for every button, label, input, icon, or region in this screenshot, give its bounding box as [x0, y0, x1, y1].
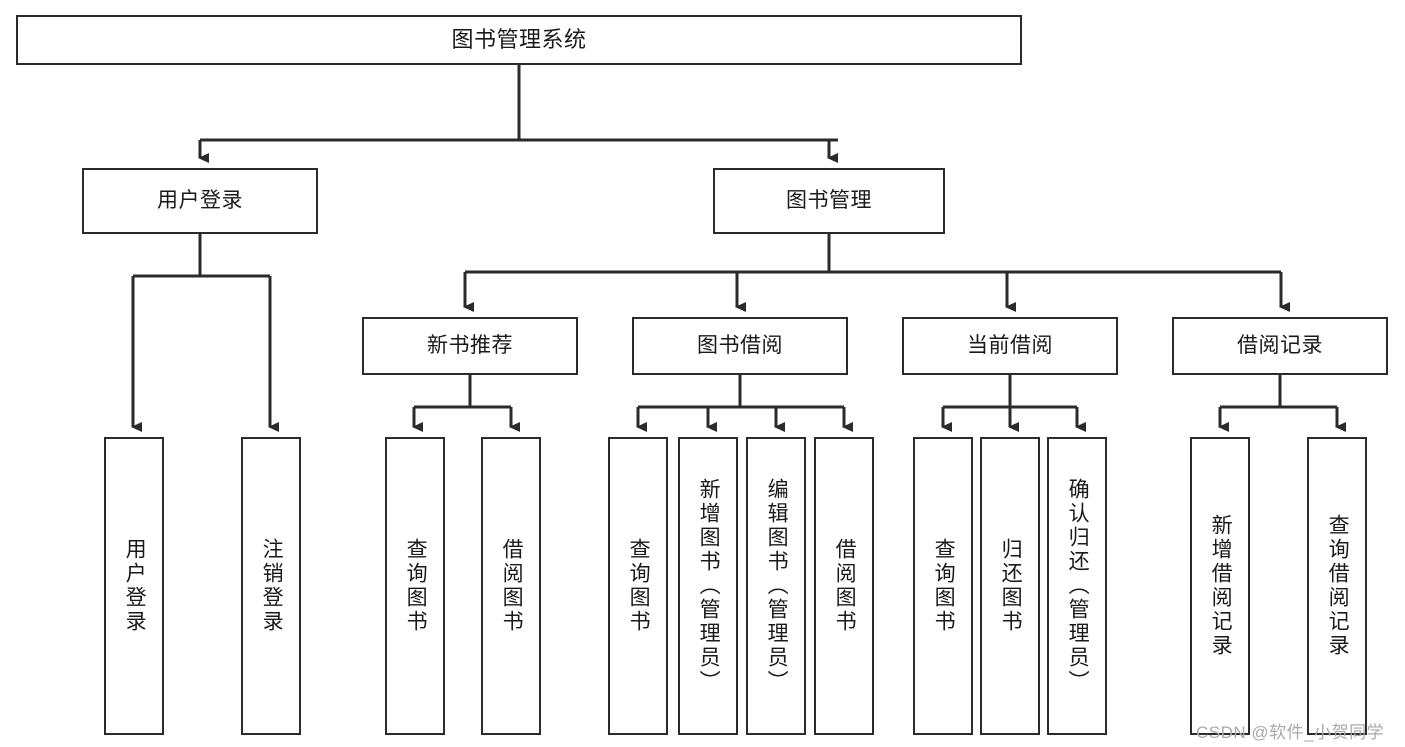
- node-book-borrow[interactable]: 图书借阅: [632, 317, 848, 375]
- leaf-query-book-borrow-label: 查询图书: [627, 538, 651, 634]
- node-borrow-record-label: 借阅记录: [1237, 333, 1323, 357]
- leaf-user-login[interactable]: 用户登录: [104, 437, 164, 735]
- leaf-borrow-book[interactable]: 借阅图书: [814, 437, 874, 735]
- leaf-edit-book-admin[interactable]: 编辑图书（管理员）: [746, 437, 806, 735]
- leaf-edit-book-admin-label: 编辑图书（管理员）: [765, 478, 789, 694]
- leaf-borrow-book-recommend-label: 借阅图书: [500, 538, 524, 634]
- node-new-book-recommend-label: 新书推荐: [427, 333, 513, 357]
- leaf-add-book-admin-label: 新增图书（管理员）: [697, 478, 721, 694]
- node-root-label: 图书管理系统: [451, 27, 587, 53]
- watermark: CSDN @软件_小贺同学: [1196, 723, 1385, 742]
- leaf-confirm-return-admin-label: 确认归还（管理员）: [1066, 478, 1090, 694]
- leaf-borrow-book-recommend[interactable]: 借阅图书: [481, 437, 541, 735]
- leaf-add-borrow-record[interactable]: 新增借阅记录: [1190, 437, 1250, 735]
- leaf-query-borrow-record-label: 查询借阅记录: [1326, 514, 1350, 658]
- leaf-confirm-return-admin[interactable]: 确认归还（管理员）: [1047, 437, 1107, 735]
- leaf-add-book-admin[interactable]: 新增图书（管理员）: [678, 437, 738, 735]
- node-root[interactable]: 图书管理系统: [16, 15, 1022, 65]
- node-current-borrow-label: 当前借阅: [967, 333, 1053, 357]
- node-current-borrow[interactable]: 当前借阅: [902, 317, 1118, 375]
- leaf-user-logout-label: 注销登录: [260, 538, 284, 634]
- leaf-query-book-current-label: 查询图书: [932, 538, 956, 634]
- node-user-login-label: 用户登录: [157, 188, 243, 212]
- leaf-add-borrow-record-label: 新增借阅记录: [1209, 514, 1233, 658]
- leaf-return-book-label: 归还图书: [999, 538, 1023, 634]
- node-book-management-label: 图书管理: [786, 188, 872, 212]
- node-borrow-record[interactable]: 借阅记录: [1172, 317, 1388, 375]
- leaf-user-login-label: 用户登录: [123, 538, 147, 634]
- leaf-query-book-borrow[interactable]: 查询图书: [608, 437, 668, 735]
- leaf-return-book[interactable]: 归还图书: [980, 437, 1040, 735]
- leaf-query-book-recommend-label: 查询图书: [404, 538, 428, 634]
- node-user-login[interactable]: 用户登录: [82, 168, 318, 234]
- leaf-user-logout[interactable]: 注销登录: [241, 437, 301, 735]
- leaf-query-book-recommend[interactable]: 查询图书: [385, 437, 445, 735]
- node-new-book-recommend[interactable]: 新书推荐: [362, 317, 578, 375]
- leaf-query-borrow-record[interactable]: 查询借阅记录: [1307, 437, 1367, 735]
- node-book-borrow-label: 图书借阅: [697, 333, 783, 357]
- leaf-borrow-book-label: 借阅图书: [833, 538, 857, 634]
- leaf-query-book-current[interactable]: 查询图书: [913, 437, 973, 735]
- node-book-management[interactable]: 图书管理: [713, 168, 945, 234]
